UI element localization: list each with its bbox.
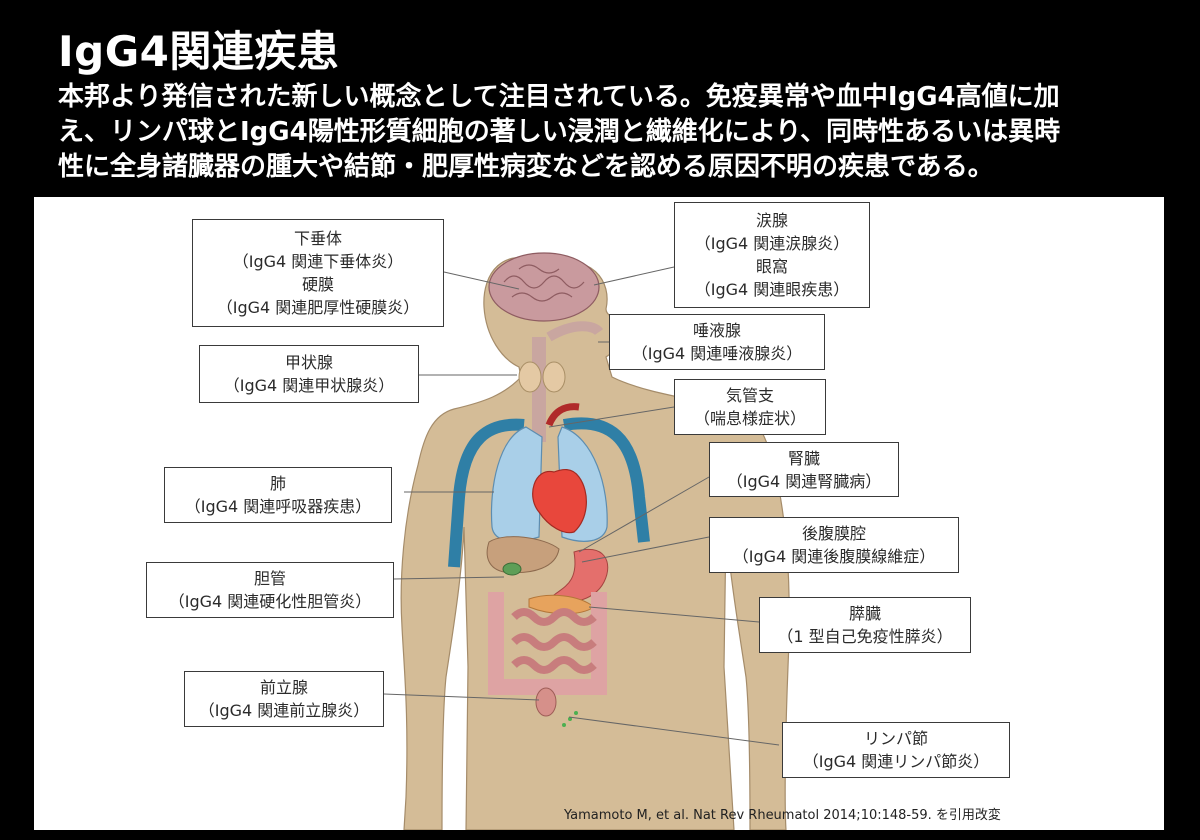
citation: Yamamoto M, et al. Nat Rev Rheumatol 201… — [564, 808, 1001, 823]
heart — [532, 469, 587, 534]
label-lung: 肺 （IgG4 関連呼吸器疾患） — [164, 467, 392, 523]
leader-lines — [383, 266, 780, 746]
vessels — [448, 403, 650, 568]
label-retroperitoneum: 後腹膜腔 （IgG4 関連後腹膜線維症） — [709, 517, 959, 573]
description-line: 性に全身諸臓器の腫大や結節・肥厚性病変などを認める原因不明の疾患である。 — [58, 152, 994, 182]
organ-name: 眼窩 — [755, 257, 788, 276]
disease-name: （IgG4 関連眼疾患） — [694, 280, 850, 299]
organ-name: 膵臓 — [848, 604, 881, 623]
organ-name: 胆管 — [253, 569, 286, 588]
description-line: 本邦より発信された新しい概念として注目されている。免疫異常や血中IgG4高値に加 — [58, 82, 1060, 112]
label-lacrimal-orbit: 涙腺 （IgG4 関連涙腺炎） 眼窩 （IgG4 関連眼疾患） — [674, 202, 870, 308]
label-kidney: 腎臓 （IgG4 関連腎臓病） — [709, 442, 899, 497]
organ-name: 下垂体 — [293, 229, 342, 248]
gallbladder — [502, 562, 522, 576]
organ-name: 唾液腺 — [692, 321, 741, 340]
disease-name: （IgG4 関連甲状腺炎） — [223, 376, 395, 395]
prostate — [535, 687, 557, 717]
thyroid — [518, 361, 566, 393]
organ-name: リンパ節 — [863, 729, 928, 748]
organ-name: 硬膜 — [301, 275, 334, 294]
disease-name: （喘息様症状） — [693, 409, 806, 428]
organ-name: 肺 — [269, 474, 286, 493]
organ-name: 気管支 — [725, 386, 774, 405]
lymph-nodes — [562, 711, 578, 727]
disease-name: （IgG4 関連呼吸器疾患） — [184, 497, 372, 516]
figure-panel: 下垂体 （IgG4 関連下垂体炎） 硬膜 （IgG4 関連肥厚性硬膜炎） 涙腺 … — [34, 197, 1164, 830]
label-salivary: 唾液腺 （IgG4 関連唾液腺炎） — [609, 314, 825, 370]
trachea — [532, 321, 604, 442]
disease-name: （IgG4 関連後腹膜線維症） — [732, 547, 936, 566]
brain — [488, 252, 600, 322]
disease-name: （1 型自己免疫性膵炎） — [777, 627, 953, 646]
organ-name: 甲状腺 — [284, 353, 333, 372]
organ-name: 腎臓 — [787, 448, 820, 468]
label-prostate: 前立腺 （IgG4 関連前立腺炎） — [184, 671, 384, 727]
description-line: え、リンパ球とIgG4陽性形質細胞の著しい浸潤と繊維化により、同時性あるいは異時 — [58, 117, 1061, 147]
intestines — [488, 592, 607, 695]
label-pancreas: 膵臓 （1 型自己免疫性膵炎） — [759, 597, 971, 653]
organ-name: 後腹膜腔 — [801, 524, 866, 543]
liver — [486, 536, 560, 574]
disease-name: （IgG4 関連リンパ節炎） — [802, 752, 990, 771]
label-lymph-node: リンパ節 （IgG4 関連リンパ節炎） — [782, 722, 1010, 778]
disease-name: （IgG4 関連前立腺炎） — [198, 701, 370, 720]
label-thyroid: 甲状腺 （IgG4 関連甲状腺炎） — [199, 345, 419, 403]
disease-name: （IgG4 関連腎臓病） — [726, 471, 882, 491]
disease-name: （IgG4 関連下垂体炎） — [232, 252, 404, 271]
label-pituitary-dura: 下垂体 （IgG4 関連下垂体炎） 硬膜 （IgG4 関連肥厚性硬膜炎） — [192, 219, 444, 327]
disease-name: （IgG4 関連肥厚性硬膜炎） — [216, 298, 420, 317]
disease-name: （IgG4 関連硬化性胆管炎） — [168, 592, 372, 611]
organ-name: 前立腺 — [259, 678, 308, 697]
disease-name: （IgG4 関連唾液腺炎） — [631, 344, 803, 363]
label-bronchus: 気管支 （喘息様症状） — [674, 379, 826, 435]
stomach — [553, 548, 609, 602]
label-bile-duct: 胆管 （IgG4 関連硬化性胆管炎） — [146, 562, 394, 618]
disease-name: （IgG4 関連涙腺炎） — [694, 234, 850, 253]
organ-name: 涙腺 — [755, 211, 788, 230]
description-text: 本邦より発信された新しい概念として注目されている。免疫異常や血中IgG4高値に加… — [58, 80, 1178, 185]
page-title: IgG4関連疾患 — [58, 27, 340, 76]
